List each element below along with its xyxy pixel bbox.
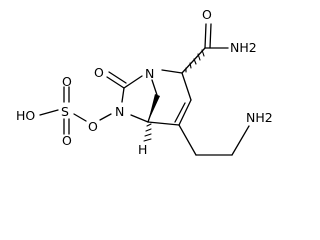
atom-label-o-amide: O	[202, 7, 212, 22]
molecule-structure: HO S O O O N O N O NH2 H NH2	[16, 7, 273, 157]
bond-n-carbonyl-c	[121, 87, 125, 103]
stereo-layer	[143, 49, 205, 142]
hash-wedge-line	[201, 49, 205, 57]
hash-wedge-line	[144, 133, 152, 137]
bond-s-o-ester	[73, 113, 87, 122]
bond-ch2-nh2	[231, 125, 250, 156]
bond-ho-s	[39, 109, 59, 116]
bond-c-o-carbonyl-2	[108, 71, 127, 84]
hash-wedge-line	[189, 62, 192, 69]
atom-label-nh2-amine: NH2	[246, 110, 273, 125]
hash-wedge-line	[143, 138, 152, 142]
atom-labels: HO S O O O N O N O NH2 H NH2	[16, 7, 273, 157]
bond-c-o-carbonyl-1	[106, 76, 125, 89]
atom-label-n-ring: N	[115, 104, 124, 119]
atom-label-nh2-amide: NH2	[230, 40, 257, 55]
bond-c4-c5	[147, 121, 180, 126]
bond-carbonyl-c-n-bridge	[123, 75, 143, 89]
atom-label-o-sulfonyl-top: O	[62, 74, 72, 89]
hash-wedge-line	[145, 128, 152, 132]
bond-c3-c4-1	[178, 99, 192, 126]
bond-n-bridge-ch2	[151, 79, 158, 96]
bond-amide-c-o-1	[204, 23, 207, 49]
atom-label-n-bridgehead: N	[145, 66, 154, 81]
atom-label-s: S	[61, 104, 69, 119]
atom-label-o-carbonyl: O	[94, 65, 104, 80]
bond-n-c5	[130, 114, 149, 123]
bond-amide-c-o-2	[209, 23, 212, 49]
hash-wedge-line	[197, 53, 201, 61]
atom-label-o-sulfonyl-bottom: O	[62, 133, 72, 148]
hash-wedge-line	[193, 58, 197, 65]
bond-c2-c3	[181, 72, 192, 101]
hash-wedge-line	[146, 123, 152, 127]
bond-n-c2	[161, 69, 183, 74]
atom-label-h: H	[138, 142, 147, 157]
bond-o-n	[99, 113, 112, 121]
atom-label-ho: HO	[16, 108, 35, 123]
atom-label-o-ester: O	[88, 119, 98, 134]
solid-wedge	[148, 94, 160, 122]
bond-c3-c4-2	[174, 102, 186, 123]
bond-c4-ch2	[178, 124, 197, 156]
